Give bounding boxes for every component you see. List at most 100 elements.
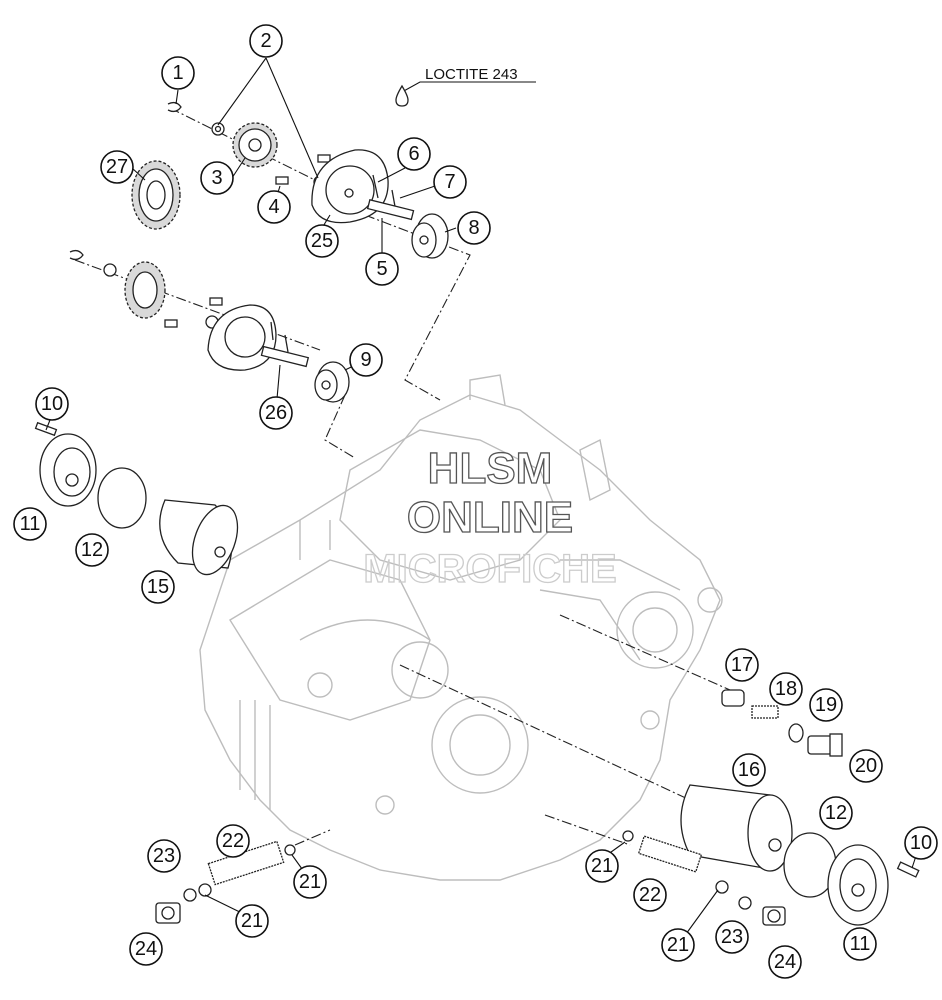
callout-21-b: 21 [661, 928, 695, 962]
svg-text:12: 12 [825, 802, 847, 824]
callout-17: 17 [725, 648, 759, 682]
svg-text:18: 18 [775, 678, 797, 700]
callout-11-right: 11 [843, 927, 877, 961]
callout-6: 6 [397, 137, 431, 171]
callout-19: 19 [809, 688, 843, 722]
callout-7: 7 [433, 165, 467, 199]
callout-24-right: 24 [768, 945, 802, 979]
callout-25: 25 [305, 224, 339, 258]
svg-text:9: 9 [360, 349, 371, 371]
loctite-label: LOCTITE 243 [425, 66, 518, 83]
svg-text:5: 5 [376, 258, 387, 280]
svg-text:22: 22 [639, 884, 661, 906]
callout-26: 26 [259, 396, 293, 430]
gear-27 [131, 160, 181, 230]
svg-text:16: 16 [738, 759, 760, 781]
svg-text:6: 6 [408, 143, 419, 165]
pump-cover-lower [207, 304, 277, 371]
svg-text:21: 21 [591, 855, 613, 877]
svg-text:22: 22 [222, 830, 244, 852]
svg-text:11: 11 [850, 933, 871, 955]
oil-pump-upper [131, 101, 449, 259]
callout-27: 27 [100, 150, 134, 184]
svg-text:21: 21 [299, 871, 321, 893]
callout-8: 8 [457, 211, 491, 245]
screw-10-right [896, 861, 920, 878]
callout-18: 18 [769, 672, 803, 706]
svg-text:8: 8 [468, 217, 479, 239]
callout-5: 5 [365, 252, 399, 286]
callout-3: 3 [200, 161, 234, 195]
center-lines [74, 107, 731, 846]
callout-23-right: 23 [715, 920, 749, 954]
right-side-parts [680, 689, 920, 926]
filter-cover-11-left [39, 433, 97, 507]
callout-15: 15 [141, 570, 175, 604]
screw-4 [275, 176, 289, 185]
callout-12-right: 12 [819, 796, 853, 830]
o-ring-19 [788, 723, 804, 743]
filter-cover-11-right [827, 844, 889, 926]
screw-top [317, 154, 331, 163]
watermark: HLSM ONLINE MICROFICHE [363, 443, 618, 591]
svg-text:27: 27 [106, 156, 128, 178]
svg-text:15: 15 [147, 576, 169, 598]
oil-filter-15 [159, 499, 239, 576]
callout-9: 9 [349, 343, 383, 377]
callout-23-left: 23 [147, 839, 181, 873]
svg-text:21: 21 [667, 934, 689, 956]
oil-pump-lower [69, 249, 350, 403]
bottom-valves [155, 830, 786, 926]
callout-4: 4 [257, 190, 291, 224]
callout-10-left: 10 [35, 387, 69, 421]
circlip-1 [167, 101, 182, 113]
svg-text:10: 10 [910, 832, 932, 854]
svg-text:23: 23 [721, 926, 743, 948]
rotor-9 [314, 361, 350, 403]
adhesive-drop-icon [395, 84, 409, 107]
svg-text:4: 4 [268, 196, 279, 218]
piston-17 [721, 689, 745, 707]
callout-22-right: 22 [633, 878, 667, 912]
callout-24-left: 24 [129, 932, 163, 966]
svg-text:24: 24 [774, 951, 796, 973]
callout-2: 2 [249, 24, 283, 58]
svg-text:25: 25 [311, 230, 333, 252]
oil-filter-left [34, 421, 239, 576]
svg-text:10: 10 [41, 393, 63, 415]
gear-3 [232, 122, 278, 168]
svg-text:1: 1 [172, 62, 183, 84]
watermark-line-3: MICROFICHE [363, 547, 616, 591]
shaft-5 [366, 199, 415, 221]
callout-1: 1 [161, 56, 195, 90]
svg-text:20: 20 [855, 755, 877, 777]
callout-11-left: 11 [13, 507, 47, 541]
svg-text:11: 11 [20, 513, 41, 535]
callout-20: 20 [849, 749, 883, 783]
svg-text:17: 17 [731, 654, 753, 676]
plug-24-right [762, 906, 786, 926]
svg-text:7: 7 [444, 171, 455, 193]
plug-24-left [155, 902, 181, 924]
svg-text:2: 2 [260, 30, 271, 52]
shaft-26 [260, 345, 310, 368]
engine-case [199, 374, 723, 881]
watermark-line-2: ONLINE [407, 493, 573, 542]
callout-21-c: 21 [235, 904, 269, 938]
oil-filter-16 [680, 784, 793, 872]
plug-20 [807, 733, 843, 757]
callout-16: 16 [732, 753, 766, 787]
spring-18 [751, 705, 779, 719]
callout-21-d: 21 [293, 865, 327, 899]
gear-lower [124, 261, 166, 319]
rotor-8 [411, 213, 449, 259]
svg-text:24: 24 [135, 938, 157, 960]
circlip-lower [69, 249, 84, 261]
callout-10-right: 10 [904, 826, 938, 860]
svg-text:19: 19 [815, 694, 837, 716]
callout-21-a: 21 [585, 849, 619, 883]
valve-22-right [637, 835, 703, 873]
svg-text:12: 12 [81, 539, 103, 561]
svg-text:26: 26 [265, 402, 287, 424]
